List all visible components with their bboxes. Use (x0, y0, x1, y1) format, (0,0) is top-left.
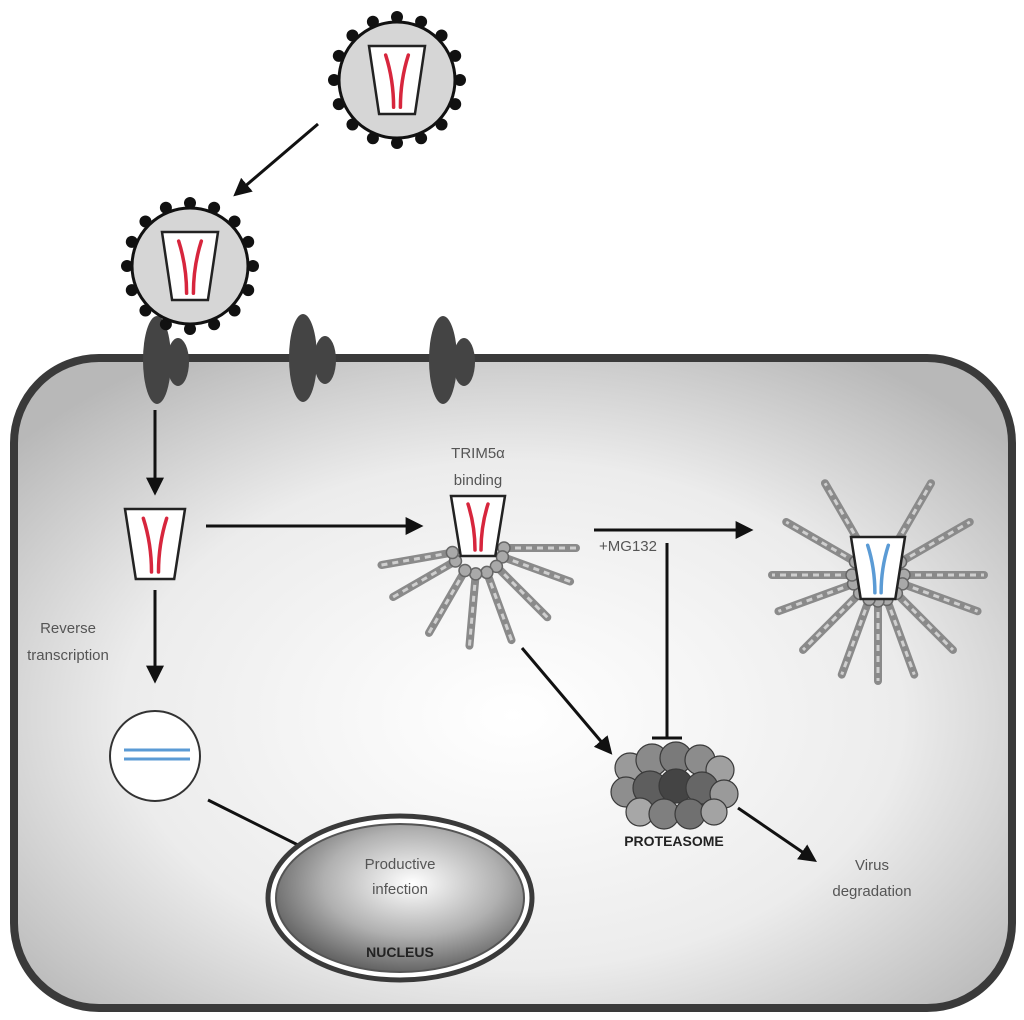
membrane-receptor (429, 316, 475, 404)
label-trim-binding-2: binding (454, 472, 502, 489)
label-productive-infection-2: infection (372, 881, 428, 898)
membrane-receptor (289, 314, 336, 402)
label-proteasome: PROTEASOME (624, 833, 724, 849)
naked-capsid (123, 507, 187, 581)
label-virus-degradation-2: degradation (832, 883, 911, 900)
label-trim-binding-1: TRIM5α (451, 445, 505, 462)
label-productive-infection-1: Productive (365, 856, 436, 873)
trim5a-bound-capsid (377, 494, 580, 650)
trim5a-capsid-mg132 (768, 479, 988, 685)
arrow-virus-degradation (737, 806, 817, 863)
arrow-to-proteasome (520, 647, 613, 755)
nucleus (265, 813, 535, 983)
label-virus-degradation-1: Virus (855, 857, 889, 874)
label-reverse-transcription-2: transcription (27, 647, 109, 664)
proteasome-icon (610, 741, 739, 830)
label-nucleus: NUCLEUS (366, 944, 434, 960)
free-virion (328, 11, 466, 149)
membrane-receptor (143, 316, 189, 404)
arrow-virion-approach (233, 122, 319, 197)
cell-body (10, 354, 1016, 1012)
label-mg132: +MG132 (599, 538, 657, 555)
attaching-virion (121, 197, 259, 335)
inhibition-mg132 (652, 543, 682, 740)
label-reverse-transcription-1: Reverse (40, 620, 96, 637)
pre-integration-complex (109, 710, 201, 802)
